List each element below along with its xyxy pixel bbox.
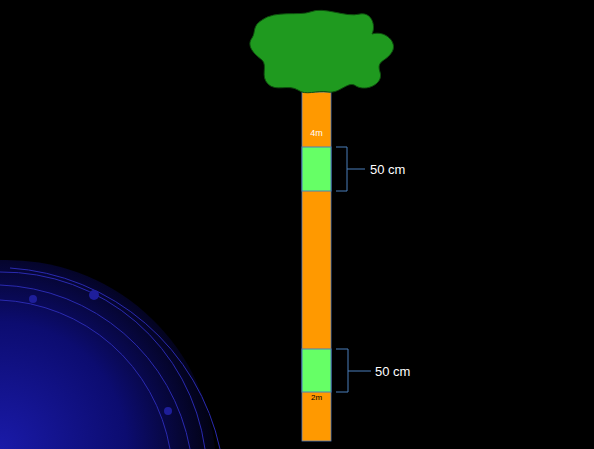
height-marker: 4m bbox=[310, 129, 323, 138]
tree-trunk bbox=[302, 92, 331, 441]
sample-band bbox=[302, 349, 331, 392]
dimension-bracket bbox=[336, 147, 371, 392]
orbit-dots bbox=[29, 290, 172, 415]
height-marker: 2m bbox=[311, 394, 322, 402]
corner-gradient bbox=[0, 260, 215, 449]
orbit-arcs bbox=[0, 268, 220, 449]
tree-canopy bbox=[250, 10, 394, 92]
dimension-label: 50 cm bbox=[370, 163, 405, 176]
dimension-label: 50 cm bbox=[375, 365, 410, 378]
sample-band bbox=[302, 147, 331, 191]
